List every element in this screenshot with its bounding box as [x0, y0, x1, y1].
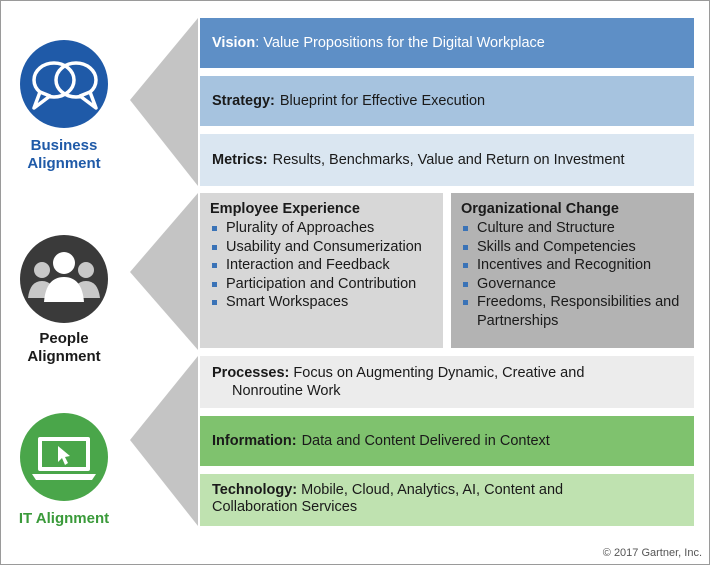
it-alignment-label: IT Alignment [18, 510, 110, 527]
business-alignment-label: Business Alignment [27, 137, 101, 172]
list-item: Skills and Competencies [461, 238, 694, 257]
list-item: Governance [461, 275, 694, 294]
employee-experience-list: Plurality of Approaches Usability and Co… [210, 219, 443, 312]
list-item: Smart Workspaces [210, 293, 443, 312]
processes-text: Focus on Augmenting Dynamic, Creative an… [293, 365, 585, 381]
business-chevron [130, 18, 198, 186]
strategy-title: Strategy: [212, 93, 275, 109]
organizational-change-title: Organizational Change [461, 201, 619, 217]
metrics-title: Metrics: [212, 152, 268, 168]
organizational-change-list: Culture and Structure Skills and Compete… [461, 219, 694, 330]
copyright-footer: © 2017 Gartner, Inc. [602, 547, 702, 559]
it-chevron [130, 356, 198, 526]
organizational-change-box: Organizational Change Culture and Struct… [451, 193, 694, 348]
people-alignment-label: People Alignment [27, 330, 101, 365]
processes-row: Processes: Focus on Augmenting Dynamic, … [200, 356, 694, 408]
technology-row: Technology: Mobile, Cloud, Analytics, AI… [200, 474, 694, 526]
employee-experience-title: Employee Experience [210, 201, 360, 217]
strategy-row: Strategy: Blueprint for Effective Execut… [200, 76, 694, 126]
list-item: Participation and Contribution [210, 275, 443, 294]
technology-text-line2: Collaboration Services [212, 499, 358, 515]
list-item: Interaction and Feedback [210, 256, 443, 275]
information-row: Information: Data and Content Delivered … [200, 416, 694, 466]
information-text: Data and Content Delivered in Context [301, 433, 550, 449]
speech-bubbles-icon [20, 40, 108, 128]
strategy-text: Blueprint for Effective Execution [279, 93, 486, 109]
list-item: Plurality of Approaches [210, 219, 443, 238]
people-group-icon [20, 235, 108, 323]
list-item: Freedoms, Responsibilities and Partnersh… [461, 293, 694, 330]
processes-title: Processes: [212, 365, 290, 381]
list-item: Incentives and Recognition [461, 256, 694, 275]
laptop-cursor-icon [20, 413, 108, 501]
vision-row: Vision : Value Propositions for the Digi… [200, 18, 694, 68]
list-item: Usability and Consumerization [210, 238, 443, 257]
metrics-text: Results, Benchmarks, Value and Return on… [272, 152, 625, 168]
vision-text: : Value Propositions for the Digital Wor… [255, 35, 545, 51]
technology-text: Mobile, Cloud, Analytics, AI, Content an… [301, 482, 564, 498]
technology-title: Technology: [212, 482, 298, 498]
people-chevron [130, 193, 198, 350]
metrics-row: Metrics: Results, Benchmarks, Value and … [200, 134, 694, 186]
employee-experience-box: Employee Experience Plurality of Approac… [200, 193, 443, 348]
information-title: Information: [212, 433, 297, 449]
list-item: Culture and Structure [461, 219, 694, 238]
vision-title: Vision [212, 35, 256, 51]
processes-text-line2: Nonroutine Work [232, 383, 341, 399]
